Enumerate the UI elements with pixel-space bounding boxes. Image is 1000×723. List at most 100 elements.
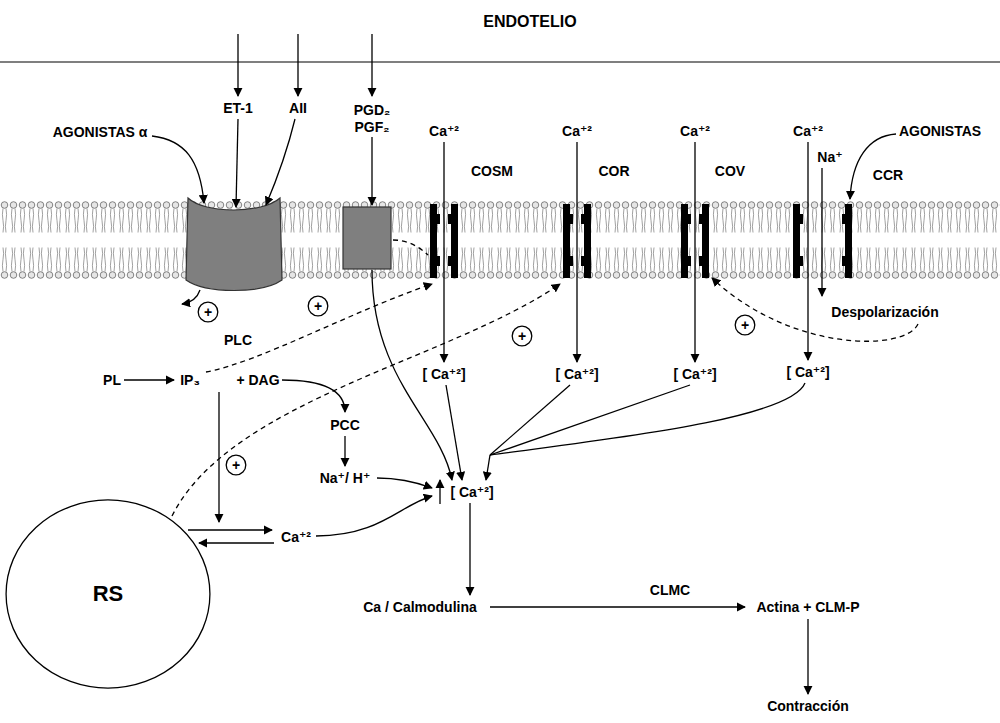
label-holder: AGONISTAS [897, 122, 983, 140]
reticulum-ellipse: RS [4, 498, 212, 690]
plus-sign: + [204, 305, 212, 319]
pathway-label: Contracción [765, 698, 851, 715]
label-holder: PL [101, 371, 123, 389]
label-holder: PCC [328, 416, 362, 434]
label-holder: IP₃ [178, 371, 202, 389]
pathway-label: Despolarización [829, 304, 940, 321]
label-holder: [ Ca⁺²] [671, 365, 718, 383]
pathway-label: Ca⁺² [560, 123, 594, 140]
pathway-label: PGD₂ [352, 102, 393, 119]
channel-bar [448, 214, 451, 224]
arrow [182, 290, 200, 304]
label-holder: Ca⁺² [560, 122, 594, 140]
rise-arrow [439, 480, 440, 504]
plus-circle: + [226, 455, 246, 475]
label-holder: Na⁺ [815, 148, 844, 166]
channel-bars [430, 204, 852, 278]
pathway-label: PCC [328, 417, 362, 434]
arrow [807, 142, 808, 360]
arrow [490, 606, 745, 607]
outline [226, 455, 246, 475]
pathway-label: [ Ca⁺²] [784, 364, 831, 381]
channel-bar [699, 256, 702, 266]
pathway-label: ET-1 [221, 100, 255, 117]
arrows [124, 34, 918, 694]
channel-bar [842, 214, 845, 224]
arrow [316, 496, 432, 536]
pathway-label: Ca⁺² [427, 123, 461, 140]
channel-bar [581, 256, 584, 266]
pathway-label: COSM [469, 163, 515, 180]
arrow [297, 34, 298, 96]
label-holder: CCR [871, 166, 905, 184]
pathway-label: [ Ca⁺²] [448, 484, 495, 501]
pathway-label: AGONISTAS [897, 123, 983, 140]
label-holder: ET-1 [221, 99, 255, 117]
outline [735, 315, 755, 335]
arrow [266, 119, 295, 205]
pathway-label: Ca⁺² [791, 123, 825, 140]
plus-circle: + [512, 326, 532, 346]
plus-sign: + [518, 329, 526, 343]
arrow [188, 529, 272, 530]
arrow [486, 455, 490, 480]
label-holder: COSM [469, 162, 515, 180]
pathway-label: PLC [222, 332, 254, 349]
diagram-title: ENDOTELIO [481, 12, 578, 31]
arrow [694, 142, 695, 362]
line [490, 383, 805, 455]
pathway-label: Ca⁺² [279, 529, 313, 546]
channel-bar [563, 204, 570, 278]
channel-bar [793, 204, 800, 278]
pathway-label: Na⁺/ H⁺ [318, 470, 373, 487]
channel-bar [570, 256, 573, 266]
outline [512, 326, 532, 346]
pathway-label: IP₃ [178, 372, 202, 389]
label-holder: [ Ca⁺²] [448, 483, 495, 501]
plus-sign: + [232, 458, 240, 472]
lipid-bilayer [0, 200, 1000, 280]
pathway-label: + DAG [234, 372, 281, 389]
label-holder: AII [287, 99, 309, 117]
label-holder: Ca⁺² [791, 122, 825, 140]
arrow [344, 436, 345, 466]
pathway-label: [ Ca⁺²] [553, 366, 600, 383]
arrow [377, 478, 432, 488]
label-holder: Ca / Calmodulina [361, 598, 479, 616]
pathway-label: [ Ca⁺²] [420, 366, 467, 383]
arrow [236, 119, 238, 207]
pathway-label: COV [713, 163, 747, 180]
arrow [821, 168, 822, 296]
label-holder: [ Ca⁺²] [553, 365, 600, 383]
pathway-label: COR [596, 163, 631, 180]
arrow [152, 136, 204, 203]
dashed-line [393, 240, 428, 255]
endothelium-line [0, 61, 1000, 62]
arrow [218, 392, 219, 522]
channel-bar [681, 204, 688, 278]
channel-bar [437, 214, 440, 224]
channel-bar [437, 256, 440, 266]
line [490, 385, 570, 455]
pathway-label: CLMC [648, 582, 692, 599]
channel-bar [570, 214, 573, 224]
channel-bar [702, 204, 709, 278]
label-holder: [ Ca⁺²] [420, 365, 467, 383]
channel-bar [430, 204, 437, 278]
arrow [469, 503, 470, 595]
channel-bar [842, 256, 845, 266]
channel-bar [584, 204, 591, 278]
arrow [446, 385, 462, 480]
pathway-label: CCR [871, 167, 905, 184]
line [490, 385, 690, 455]
arrow [282, 380, 345, 412]
arrow [576, 142, 577, 362]
label-holder: + DAG [234, 371, 281, 389]
label-holder: Na⁺/ H⁺ [318, 469, 373, 487]
arrow [237, 34, 238, 96]
pathway-label: AGONISTAS α [51, 124, 150, 141]
label-holder: PGF₂ [353, 118, 392, 136]
dashed-arrow [172, 284, 560, 516]
